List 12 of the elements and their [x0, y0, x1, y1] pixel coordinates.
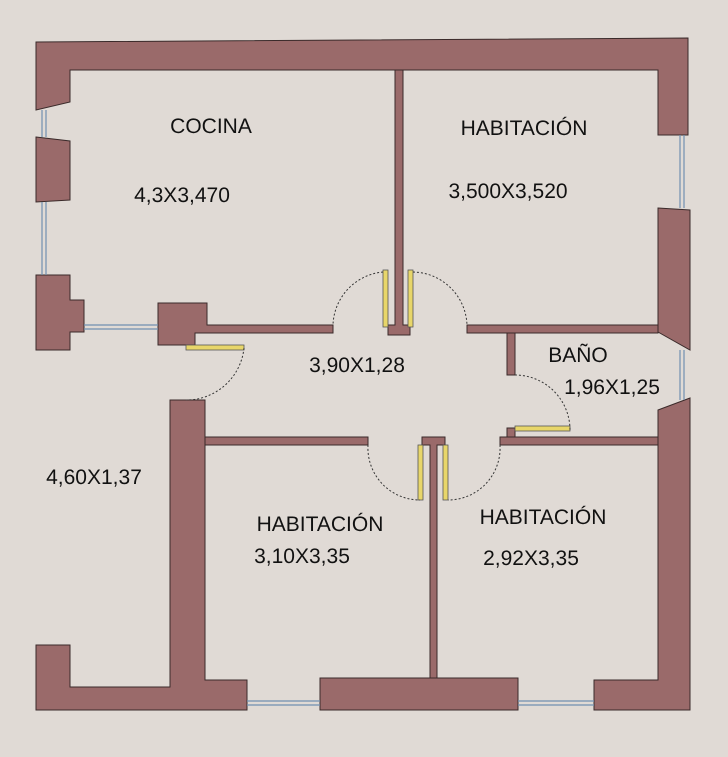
- dimension-label: 3,90X1,28: [309, 354, 405, 378]
- dimension-label: 1,96X1,25: [564, 376, 660, 400]
- room-name: HABITACIÓN: [480, 506, 606, 530]
- room-name: COCINA: [170, 115, 252, 139]
- room-name: HABITACIÓN: [256, 513, 384, 537]
- dimension-label: 3,10X3,35: [254, 545, 350, 569]
- room-name: BAÑO: [548, 344, 608, 368]
- room-name: HABITACIÓN: [460, 117, 588, 141]
- dimension-label: 4,60X1,37: [46, 466, 142, 490]
- dimension-label: 4,3X3,470: [134, 184, 230, 208]
- dimension-label: 3,500X3,520: [448, 180, 568, 204]
- dimension-label: 2,92X3,35: [483, 547, 579, 571]
